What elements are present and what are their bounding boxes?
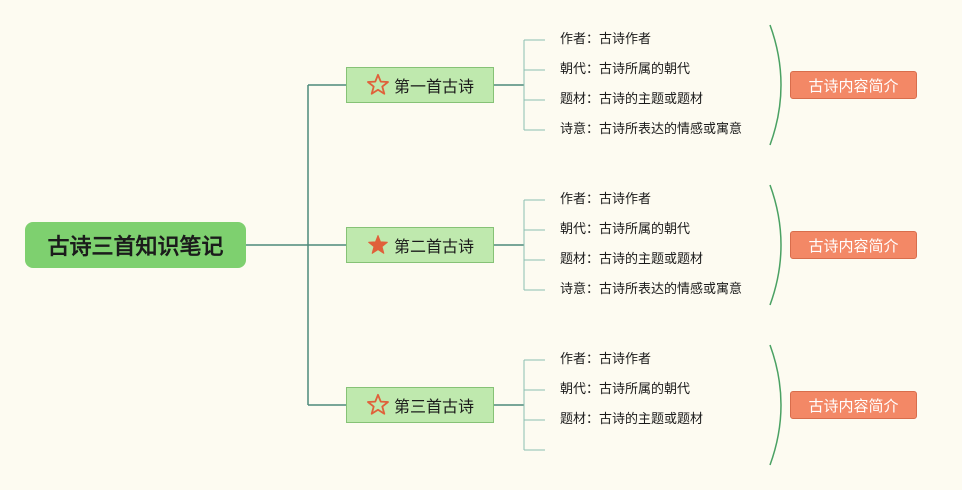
summary-node-3[interactable]: 古诗内容简介 [790,391,917,419]
star-outline-icon [367,73,389,95]
topic-node-1[interactable]: 第一首古诗 [346,67,494,103]
leaf-meaning[interactable]: 诗意：古诗所表达的情感或寓意 [560,122,743,137]
leaf-author[interactable]: 作者：古诗作者 [560,32,652,47]
topic-label: 第一首古诗 [393,77,474,96]
topic-label: 第三首古诗 [393,397,474,416]
leaf-subject[interactable]: 题材：古诗的主题或题材 [560,252,704,267]
leaf-dynasty[interactable]: 朝代：古诗所属的朝代 [560,222,691,237]
leaf-dynasty[interactable]: 朝代：古诗所属的朝代 [560,382,691,397]
leaf-subject[interactable]: 题材：古诗的主题或题材 [560,92,704,107]
topic-node-2[interactable]: 第二首古诗 [346,227,494,263]
leaf-subject[interactable]: 题材：古诗的主题或题材 [560,412,704,427]
star-filled-icon [368,235,388,254]
leaf-dynasty[interactable]: 朝代：古诗所属的朝代 [560,62,691,77]
leaf-author[interactable]: 作者：古诗作者 [560,352,652,367]
topic-node-3[interactable]: 第三首古诗 [346,387,494,423]
star-outline-icon [367,393,389,415]
summary-node-1[interactable]: 古诗内容简介 [790,71,917,99]
topic-label: 第二首古诗 [393,237,474,256]
summary-node-2[interactable]: 古诗内容简介 [790,231,917,259]
leaf-author[interactable]: 作者：古诗作者 [560,192,652,207]
root-node[interactable]: 古诗三首知识笔记 [25,222,246,268]
leaf-meaning[interactable]: 诗意：古诗所表达的情感或寓意 [560,282,743,297]
